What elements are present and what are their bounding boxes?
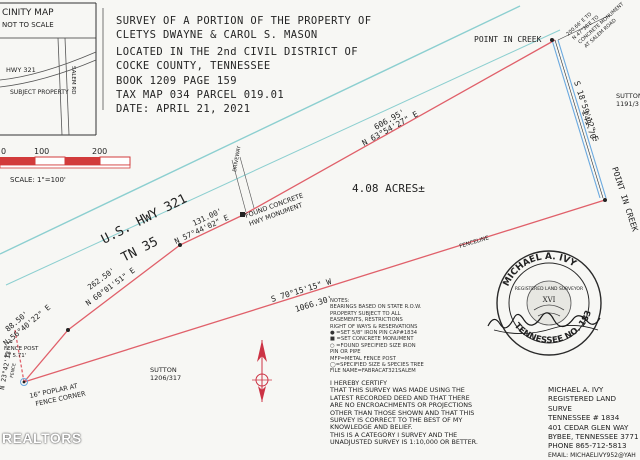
highway-right-of-way [0,5,561,286]
notes-line: PIN OR PIPE [330,349,361,356]
vicinity-subject-label: SUBJECT PROPERTY [10,89,69,96]
vicinity-road-label: HWY 321 [6,66,36,74]
realtors-watermark: REALTORS [2,430,82,446]
notes-line: RIGHT OF WAYS & RESERVATIONS [330,323,418,330]
vicinity-map-title: CINITY MAP [2,8,54,18]
seal-middle-text: REGISTERED LAND SURVEYOR [515,286,583,292]
surveyor-phone: PHONE 865-712-5813 [548,441,627,451]
driveway [231,156,255,213]
cert-line: SURVEY IS CORRECT TO THE BEST OF MY [330,416,463,425]
surveyor-name: MICHAEL A. IVY [548,385,604,394]
highway-route: TN 35 [119,234,161,265]
surveyor-license: TENNESSEE # 1834 [548,413,620,423]
notes-line: EASEMENTS, RESTRICTIONS [330,317,403,324]
scale-label-0: 0 [1,147,6,156]
point-in-creek-right: POINT IN CREEK [610,166,639,233]
surveyor-address-1: 401 CEDAR GLEN WAY [548,422,629,432]
notes-line: ■ =SET CONCRETE MONUMENT [330,336,414,343]
area-label: 4.08 ACRES± [352,182,425,195]
vicinity-map: CINITY MAP NOT TO SCALE HWY 321 SUBJECT … [0,2,97,136]
scale-text: SCALE: 1"=100' [10,176,66,184]
cert-line: ARE NO ENCROACHMENTS OR PROJECTIONS [330,401,473,410]
markers [20,38,607,386]
surveyor-block: MICHAEL A. IVY REGISTERED LAND SURVE TEN… [548,385,640,460]
driveway-label: DRIVEWAY [232,145,243,173]
fence-post-label: FENCE POST [4,346,39,352]
surveyor-signature [487,312,601,329]
vicinity-map-subtitle: NOT TO SCALE [2,21,54,29]
survey-notes: NOTES: BEARINGS BASED ON STATE R.O.W. PR… [330,298,490,375]
notes-line: FILE NAME=FABRACAT321SALEM [330,368,416,375]
certification: I HEREBY CERTIFY THAT THIS SURVEY WAS MA… [330,379,520,447]
west-fence-label: FENCE [9,363,18,379]
scale-bar: 0 100 200 SCALE: 1"=100' [0,147,131,184]
cert-line: KNOWLEDGE AND BELIEF. [330,423,413,432]
notes-line: BEARINGS BASED ON STATE R.O.W. [330,304,422,311]
scale-label-100: 100 [34,147,49,156]
notes-line: ◯=SPECIFIED SIZE & SPECIES TREE [330,362,424,369]
north-arrow-icon [252,340,272,402]
creek-line [551,39,607,199]
title-line-2: CLETYS DWAYNE & CAROL S. MASON [116,29,318,41]
title-line-5: BOOK 1209 PAGE 159 [116,75,237,87]
south-distance: 1066.30' [294,294,333,314]
surveyor-address-2: BYBEE, TENNESSEE 3771 [548,432,639,442]
notes-heading: NOTES: [330,298,350,304]
sutton-east-ref: 1191/3 [616,100,639,108]
cert-line: THAT THIS SURVEY WAS MADE USING THE [330,386,465,395]
title-line-7: DATE: APRIL 21, 2021 [116,103,251,115]
title-line-3: LOCATED IN THE 2nd CIVIL DISTRICT OF [116,46,358,58]
point-in-creek-top: POINT IN CREEK [474,35,542,44]
notes-line: ○ =FOUND SPECIFIED SIZE IRON [330,342,416,349]
title-line-1: SURVEY OF A PORTION OF THE PROPERTY OF [116,15,372,27]
title-line-6: TAX MAP 034 PARCEL 019.01 [116,89,285,101]
sutton-south: SUTTON [150,366,177,374]
title-line-4: COCKE COUNTY, TENNESSEE [116,60,271,72]
notes-line: MFP=METAL FENCE POST [330,355,396,362]
seal-center-text: XVI [543,296,556,304]
surveyor-email: EMAIL: MICHAELIVY952@YAH [548,451,636,459]
fenceline-label: FENCELINE [459,235,490,250]
creek-call: 200.66' E TO N 47°38'E TO CONCRETE MONUM… [565,1,626,50]
sutton-south-ref: 1206/317 [150,374,181,382]
vicinity-salem-label: SALEM RD [70,66,76,94]
scale-label-200: 200 [92,147,107,156]
cert-line: I HEREBY CERTIFY [330,379,388,387]
notes-line: PROPERTY SUBJECT TO ALL [330,310,401,317]
cert-line: UNADJUSTED SURVEY IS 1:10,000 OR BETTER. [330,438,478,447]
sutton-east: SUTTON [616,92,640,100]
surveyor-title: REGISTERED LAND SURVE [548,394,617,413]
cert-line: OTHER THAN THOSE SHOWN AND THAT THIS [330,408,475,417]
notes-line: ● =SET 5/8" IRON PIN CAP#1834 [330,330,418,337]
cert-line: LATEST RECORDED DEED AND THAT THERE [330,393,470,402]
cert-line: THIS IS A CATEGORY I SURVEY AND THE [330,430,458,439]
fence-post-distance: AT 5.71' [4,353,26,359]
